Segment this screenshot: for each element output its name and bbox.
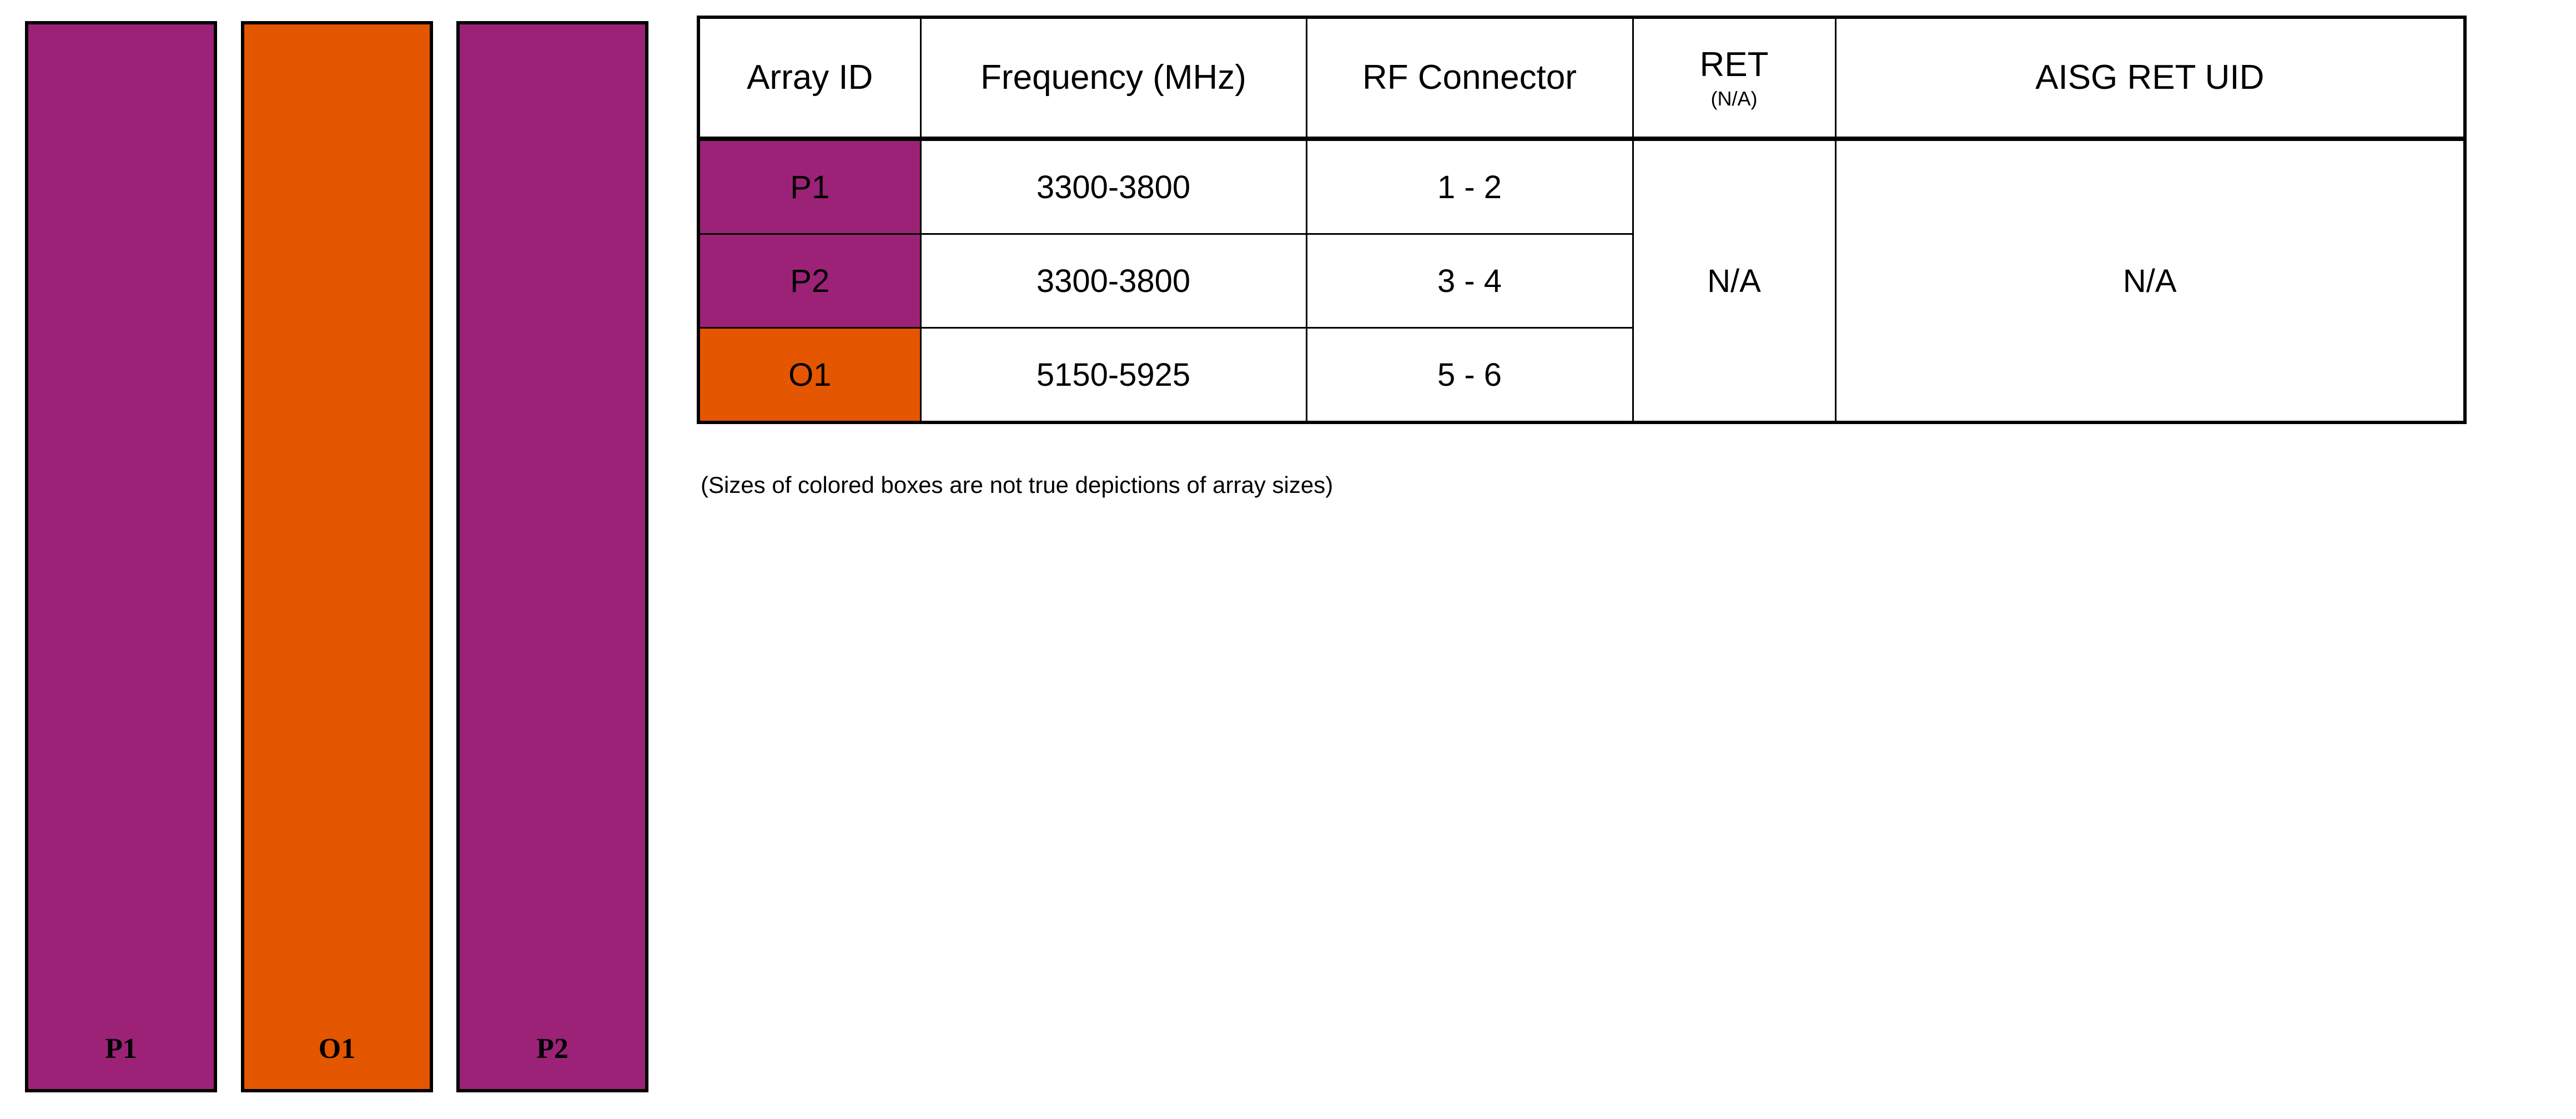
cell-array-id: P2 [697, 233, 922, 329]
table-row: O1 5150-5925 5 - 6 [697, 327, 2465, 424]
table-header-row: Array ID Frequency (MHz) RF Connector RE… [697, 16, 2466, 141]
column-header-aisg-ret-uid: AISG RET UID [1834, 16, 2466, 141]
array-spec-table-container: Array ID Frequency (MHz) RF Connector RE… [697, 16, 2467, 424]
array-bar-p1: P1 [25, 21, 217, 1092]
footnote-text: (Sizes of colored boxes are not true dep… [701, 472, 1334, 498]
array-bar-p2: P2 [456, 21, 648, 1092]
array-spec-table: Array ID Frequency (MHz) RF Connector RE… [697, 16, 2467, 424]
column-header-ret-title: RET [1699, 45, 1769, 84]
array-bar-label-p2: P2 [536, 1033, 568, 1065]
array-bar-label-p1: P1 [105, 1033, 137, 1065]
column-header-ret: RET (N/A) [1632, 16, 1837, 141]
column-header-frequency: Frequency (MHz) [919, 16, 1307, 141]
cell-frequency: 3300-3800 [919, 138, 1307, 235]
cell-frequency: 3300-3800 [919, 233, 1307, 329]
cell-rf-connector: 1 - 2 [1305, 138, 1634, 235]
cell-rf-connector: 3 - 4 [1305, 233, 1634, 329]
cell-array-id: O1 [697, 327, 922, 424]
cell-rf-connector: 5 - 6 [1305, 327, 1634, 424]
table-body: P1 3300-3800 1 - 2 N/A N/A P2 3300-3800 … [697, 138, 2466, 424]
column-header-array-id: Array ID [697, 16, 922, 141]
table-row: P1 3300-3800 1 - 2 N/A N/A [697, 138, 2466, 424]
array-bar-label-o1: O1 [318, 1033, 356, 1065]
column-header-rf-connector: RF Connector [1305, 16, 1634, 141]
array-bar-o1: O1 [241, 21, 433, 1092]
table-header: Array ID Frequency (MHz) RF Connector RE… [697, 16, 2466, 141]
cell-ret-merged: N/A [1632, 138, 1837, 424]
cell-array-id: P1 [697, 138, 922, 235]
column-header-ret-subtitle: (N/A) [1710, 87, 1758, 110]
cell-frequency: 5150-5925 [919, 327, 1307, 424]
cell-aisg-ret-uid-merged: N/A [1834, 138, 2466, 424]
array-diagram: P1 O1 P2 [0, 0, 683, 1119]
table-row: P2 3300-3800 3 - 4 [697, 233, 2465, 329]
